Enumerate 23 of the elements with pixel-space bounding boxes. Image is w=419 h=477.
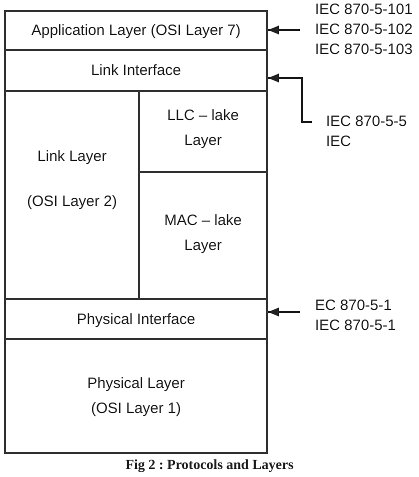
layer-label: LLC – lake Layer — [166, 106, 240, 150]
arrow — [268, 74, 312, 123]
layer-label: Link Interface — [90, 61, 182, 81]
figure-caption: Fig 2 : Protocols and Layers — [125, 457, 294, 474]
arrow — [268, 308, 300, 316]
standard-label: IEC 870-5-102 — [315, 20, 413, 40]
layer-label: (OSI Layer 2) — [26, 192, 118, 212]
standard-label: IEC 870-5-101 — [315, 0, 413, 20]
standard-label: IEC — [326, 132, 352, 152]
standard-label: EC 870-5-1 — [315, 296, 393, 316]
layer-box — [4, 10, 268, 51]
arrow — [268, 26, 300, 34]
standard-label: IEC 870-5-1 — [315, 316, 396, 336]
layer-box — [4, 49, 268, 92]
layer-label: Physical Interface — [76, 310, 196, 330]
standard-label: IEC 870-5-103 — [315, 40, 413, 60]
layer-box — [4, 338, 268, 454]
layer-label: Link Layer — [37, 147, 107, 167]
layer-label: Physical Layer (OSI Layer 1) — [86, 374, 186, 419]
layer-box — [4, 298, 268, 340]
layer-label: MAC – lake Layer — [163, 210, 243, 256]
standard-label: IEC 870-5-5 — [326, 112, 407, 132]
layer-label: Application Layer (OSI Layer 7) — [31, 21, 241, 41]
